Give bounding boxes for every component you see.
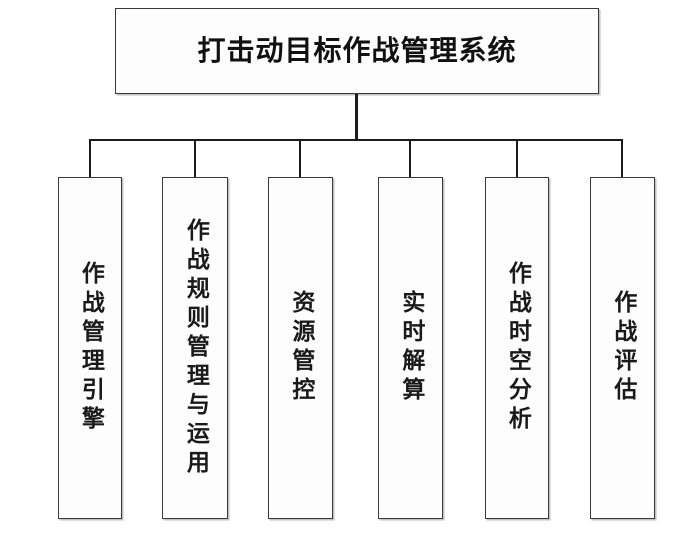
connector-stub-3 [299, 139, 302, 177]
connector-horizontal-bus [89, 139, 623, 142]
leaf-node-4-label: 实时解算 [397, 290, 424, 406]
leaf-node-1-label: 作战管理引擎 [77, 261, 104, 435]
leaf-node-3[interactable]: 资源管控 [268, 177, 333, 519]
connector-stub-2 [194, 139, 197, 177]
leaf-node-3-label: 资源管控 [287, 290, 314, 406]
root-node-label: 打击动目标作战管理系统 [197, 34, 517, 67]
leaf-node-2[interactable]: 作战规则管理与运用 [162, 177, 228, 519]
leaf-node-6-label: 作战评估 [609, 290, 636, 406]
leaf-node-5[interactable]: 作战时空分析 [485, 177, 549, 519]
leaf-node-2-label: 作战规则管理与运用 [182, 217, 209, 479]
connector-stub-4 [409, 139, 412, 177]
connector-stub-1 [89, 139, 92, 177]
connector-stub-6 [621, 139, 624, 177]
connector-stub-5 [516, 139, 519, 177]
leaf-node-1[interactable]: 作战管理引擎 [58, 177, 122, 519]
leaf-node-5-label: 作战时空分析 [504, 261, 531, 435]
root-node[interactable]: 打击动目标作战管理系统 [115, 8, 599, 94]
connector-root-drop [355, 94, 358, 141]
leaf-node-4[interactable]: 实时解算 [378, 177, 443, 519]
leaf-node-6[interactable]: 作战评估 [590, 177, 655, 519]
